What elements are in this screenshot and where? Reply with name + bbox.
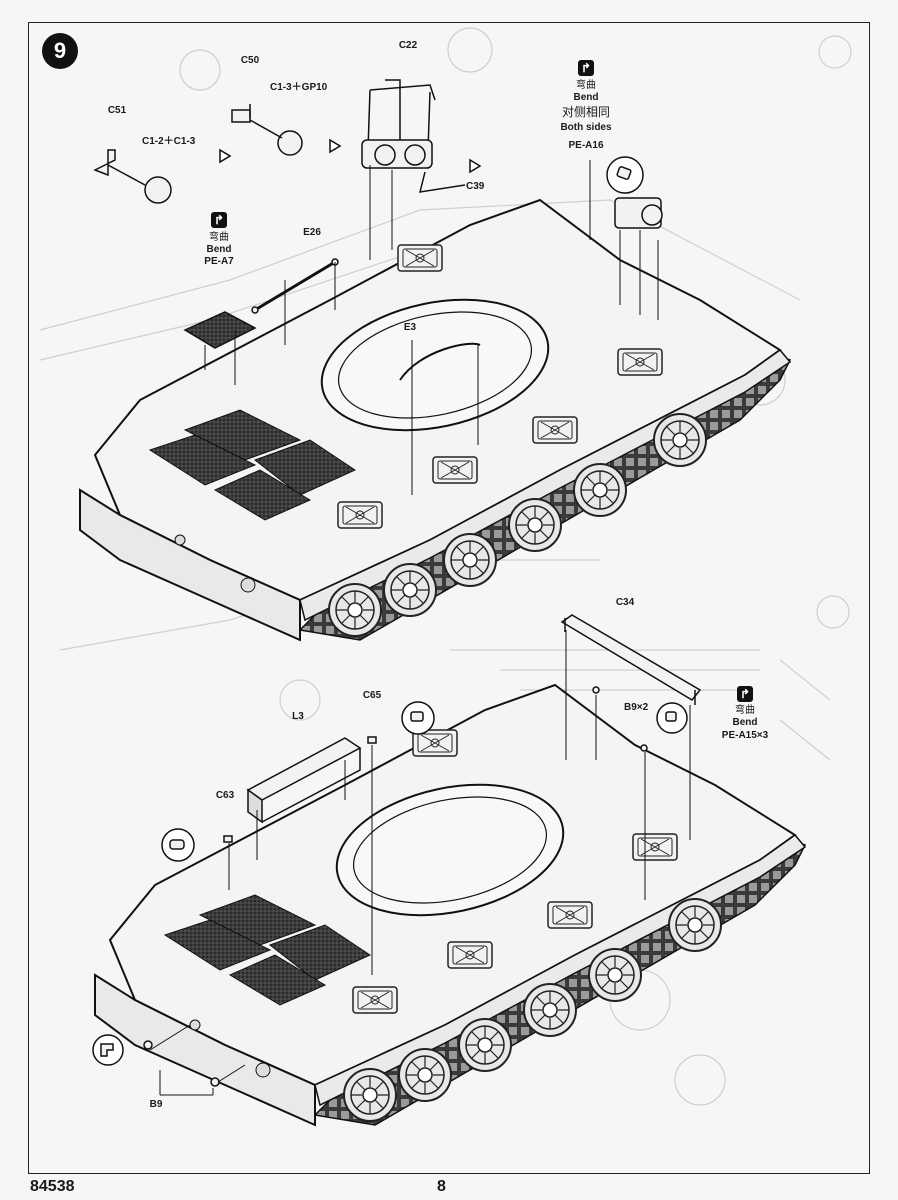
both-sides-note-zh: 对侧相同: [561, 105, 611, 119]
part-label-c51: C51: [107, 105, 127, 116]
part-label-e26: E26: [303, 227, 321, 238]
part-label-c63: C63: [215, 790, 235, 801]
top-subassemblies: [93, 79, 663, 381]
part-label-c65: C65: [362, 690, 382, 701]
part-label-pe-a16: PE-A16: [568, 140, 604, 151]
part-label-l3: L3: [292, 711, 304, 722]
part-label-c34: C34: [615, 597, 635, 608]
bottom-subassemblies: [92, 614, 702, 1087]
part-label-b9: B9: [149, 1099, 163, 1110]
bottom-tank-hull: [94, 683, 807, 1127]
part-label-pe-a7: PE-A7: [204, 256, 234, 267]
bend-icon: ↱: [737, 686, 753, 702]
top-tank-hull: [79, 198, 792, 642]
both-sides-note-en: Both sides: [560, 122, 612, 133]
part-label-c1-3-gp10: C1-3＋GP10: [270, 82, 328, 93]
part-label-pe-a15x3: PE-A15×3: [721, 730, 769, 741]
bend-note-en: Bend: [206, 244, 232, 255]
bend-note-en: Bend: [573, 92, 599, 103]
bend-note-en: Bend: [732, 717, 758, 728]
page-number: 8: [437, 1178, 446, 1195]
bend-note-zh: 弯曲: [576, 80, 596, 91]
page-frame: [28, 22, 870, 1174]
bottom-leader-lines: [149, 630, 691, 1096]
part-label-c50: C50: [240, 55, 260, 66]
bend-icon: ↱: [211, 212, 227, 228]
part-label-c22: C22: [398, 40, 418, 51]
kit-number: 84538: [30, 1178, 75, 1195]
part-label-b9x2: B9×2: [624, 702, 649, 713]
bend-icon: ↱: [578, 60, 594, 76]
part-label-e3: E3: [403, 322, 417, 333]
top-leader-lines: [204, 160, 659, 495]
part-label-c1-2-c1-3: C1-2＋C1-3: [142, 136, 196, 147]
step-number-badge: 9: [42, 33, 78, 69]
bend-note-zh: 弯曲: [209, 232, 229, 243]
part-label-c39: C39: [466, 181, 485, 192]
bend-note-zh: 弯曲: [735, 705, 755, 716]
